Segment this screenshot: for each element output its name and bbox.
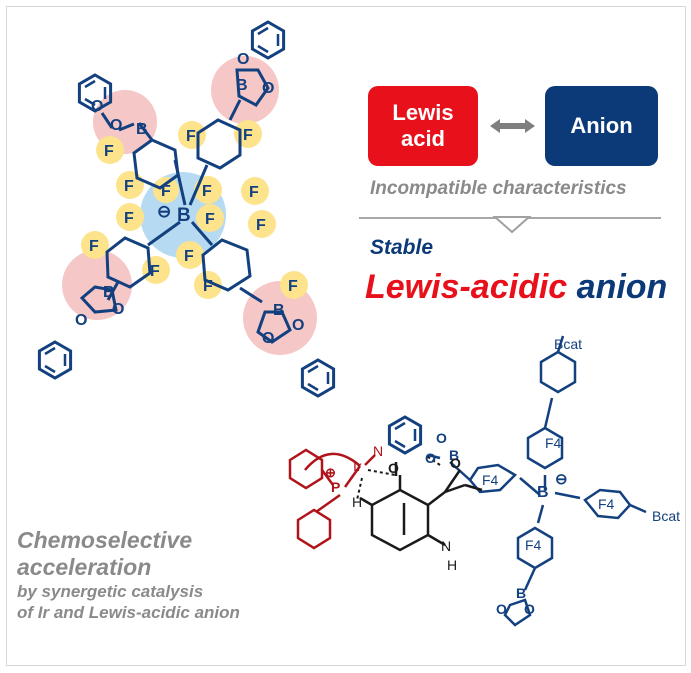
f4-label: F4 <box>482 472 499 488</box>
atom-f: F <box>202 183 212 200</box>
atom-o: O <box>292 317 304 334</box>
atom-f: F <box>124 178 134 195</box>
atom-f: F <box>161 183 171 200</box>
atom-o: O <box>112 301 124 318</box>
f4-label: F4 <box>545 435 562 451</box>
lewis-acidic-word: Lewis-acidic <box>365 268 568 306</box>
atom-f: F <box>256 217 266 234</box>
catalyst-catechol-ring <box>387 415 423 455</box>
atom-o: O <box>436 430 447 446</box>
atom-n: N <box>373 443 383 459</box>
atom-p: P <box>331 479 340 495</box>
atom-f: F <box>184 248 194 265</box>
caption-line-3: by synergetic catalysis <box>17 582 204 601</box>
atom-f: F <box>150 263 160 280</box>
amide-h: H <box>447 557 457 573</box>
atom-f: F <box>203 278 213 295</box>
anion-word: anion <box>576 268 668 306</box>
stable-text: Stable <box>370 236 434 259</box>
catalyst-negative-charge: ⊖ <box>555 471 568 488</box>
atom-f: F <box>124 210 134 227</box>
bcat-label-top: Bcat <box>554 336 582 352</box>
ortho-h: H <box>352 494 362 510</box>
phosphonium-charge: ⊕ <box>325 465 336 480</box>
borate-highlight-circles <box>62 56 317 355</box>
atom-f: F <box>288 278 298 295</box>
bcat-label-right: Bcat <box>652 508 680 524</box>
anion-box: Anion <box>545 86 658 166</box>
amide-n: N <box>441 538 451 554</box>
caption-line-4: of Ir and Lewis-acidic anion <box>17 603 240 622</box>
atom-central-b: B <box>177 205 191 226</box>
lewis-acid-line1: Lewis <box>392 99 454 125</box>
atom-b: B <box>103 284 115 301</box>
atom-o: O <box>237 51 249 68</box>
atom-f: F <box>186 128 196 145</box>
lewis-acidic-anion-heading: Lewis-acidic anion <box>365 268 667 307</box>
atom-f: F <box>249 184 259 201</box>
chemoselective-caption: Chemoselective acceleration by synergeti… <box>17 527 240 623</box>
atom-o: O <box>75 312 87 329</box>
catechol-ring-upper-right <box>250 20 286 60</box>
atom-b: B <box>273 302 285 319</box>
atom-o: O <box>425 450 436 466</box>
down-triangle-icon <box>492 216 532 234</box>
figure-frame <box>6 6 686 666</box>
atom-o: O <box>388 460 399 476</box>
lewis-acid-line2: acid <box>400 126 445 151</box>
atom-o: O <box>524 601 535 617</box>
catalyst-atom-labels: Bcat Bcat B ⊖ F4 F4 F4 F4 O B O B O O O … <box>325 336 680 617</box>
atom-o: O <box>110 117 122 134</box>
double-headed-arrow-icon <box>490 119 535 133</box>
atom-o: O <box>450 455 461 471</box>
atom-o: O <box>262 330 274 347</box>
atom-b: B <box>236 77 248 94</box>
atom-f: F <box>104 143 114 160</box>
caption-line-1: Chemoselective <box>17 527 193 553</box>
atom-o: O <box>496 601 507 617</box>
lewis-acid-box: Lewis acid <box>368 86 478 166</box>
caption-line-2: acceleration <box>17 554 152 580</box>
atom-o: O <box>91 98 103 115</box>
atom-ir: Ir <box>353 458 362 474</box>
f4-label: F4 <box>598 496 615 512</box>
atom-o: O <box>262 80 274 97</box>
atom-b: B <box>516 585 526 601</box>
borate-negative-charge: ⊖ <box>157 202 171 221</box>
atom-b: B <box>449 447 459 463</box>
catechol-ring-lower-right <box>300 358 336 398</box>
catechol-ring-lower-left <box>37 340 73 380</box>
catalyst-boron-center: B <box>537 484 549 501</box>
borate-atom-labels: O B O B O O B O O B O O B ⊖ F F F F F F … <box>75 51 304 347</box>
catalyst-bonds <box>288 335 647 627</box>
f4-label: F4 <box>525 537 542 553</box>
incompatible-text: Incompatible characteristics <box>370 178 627 199</box>
atom-f: F <box>205 211 215 228</box>
atom-f: F <box>243 127 253 144</box>
atom-b: B <box>136 121 148 138</box>
anion-label: Anion <box>570 112 633 138</box>
atom-f: F <box>89 238 99 255</box>
borate-bonds <box>79 68 292 344</box>
